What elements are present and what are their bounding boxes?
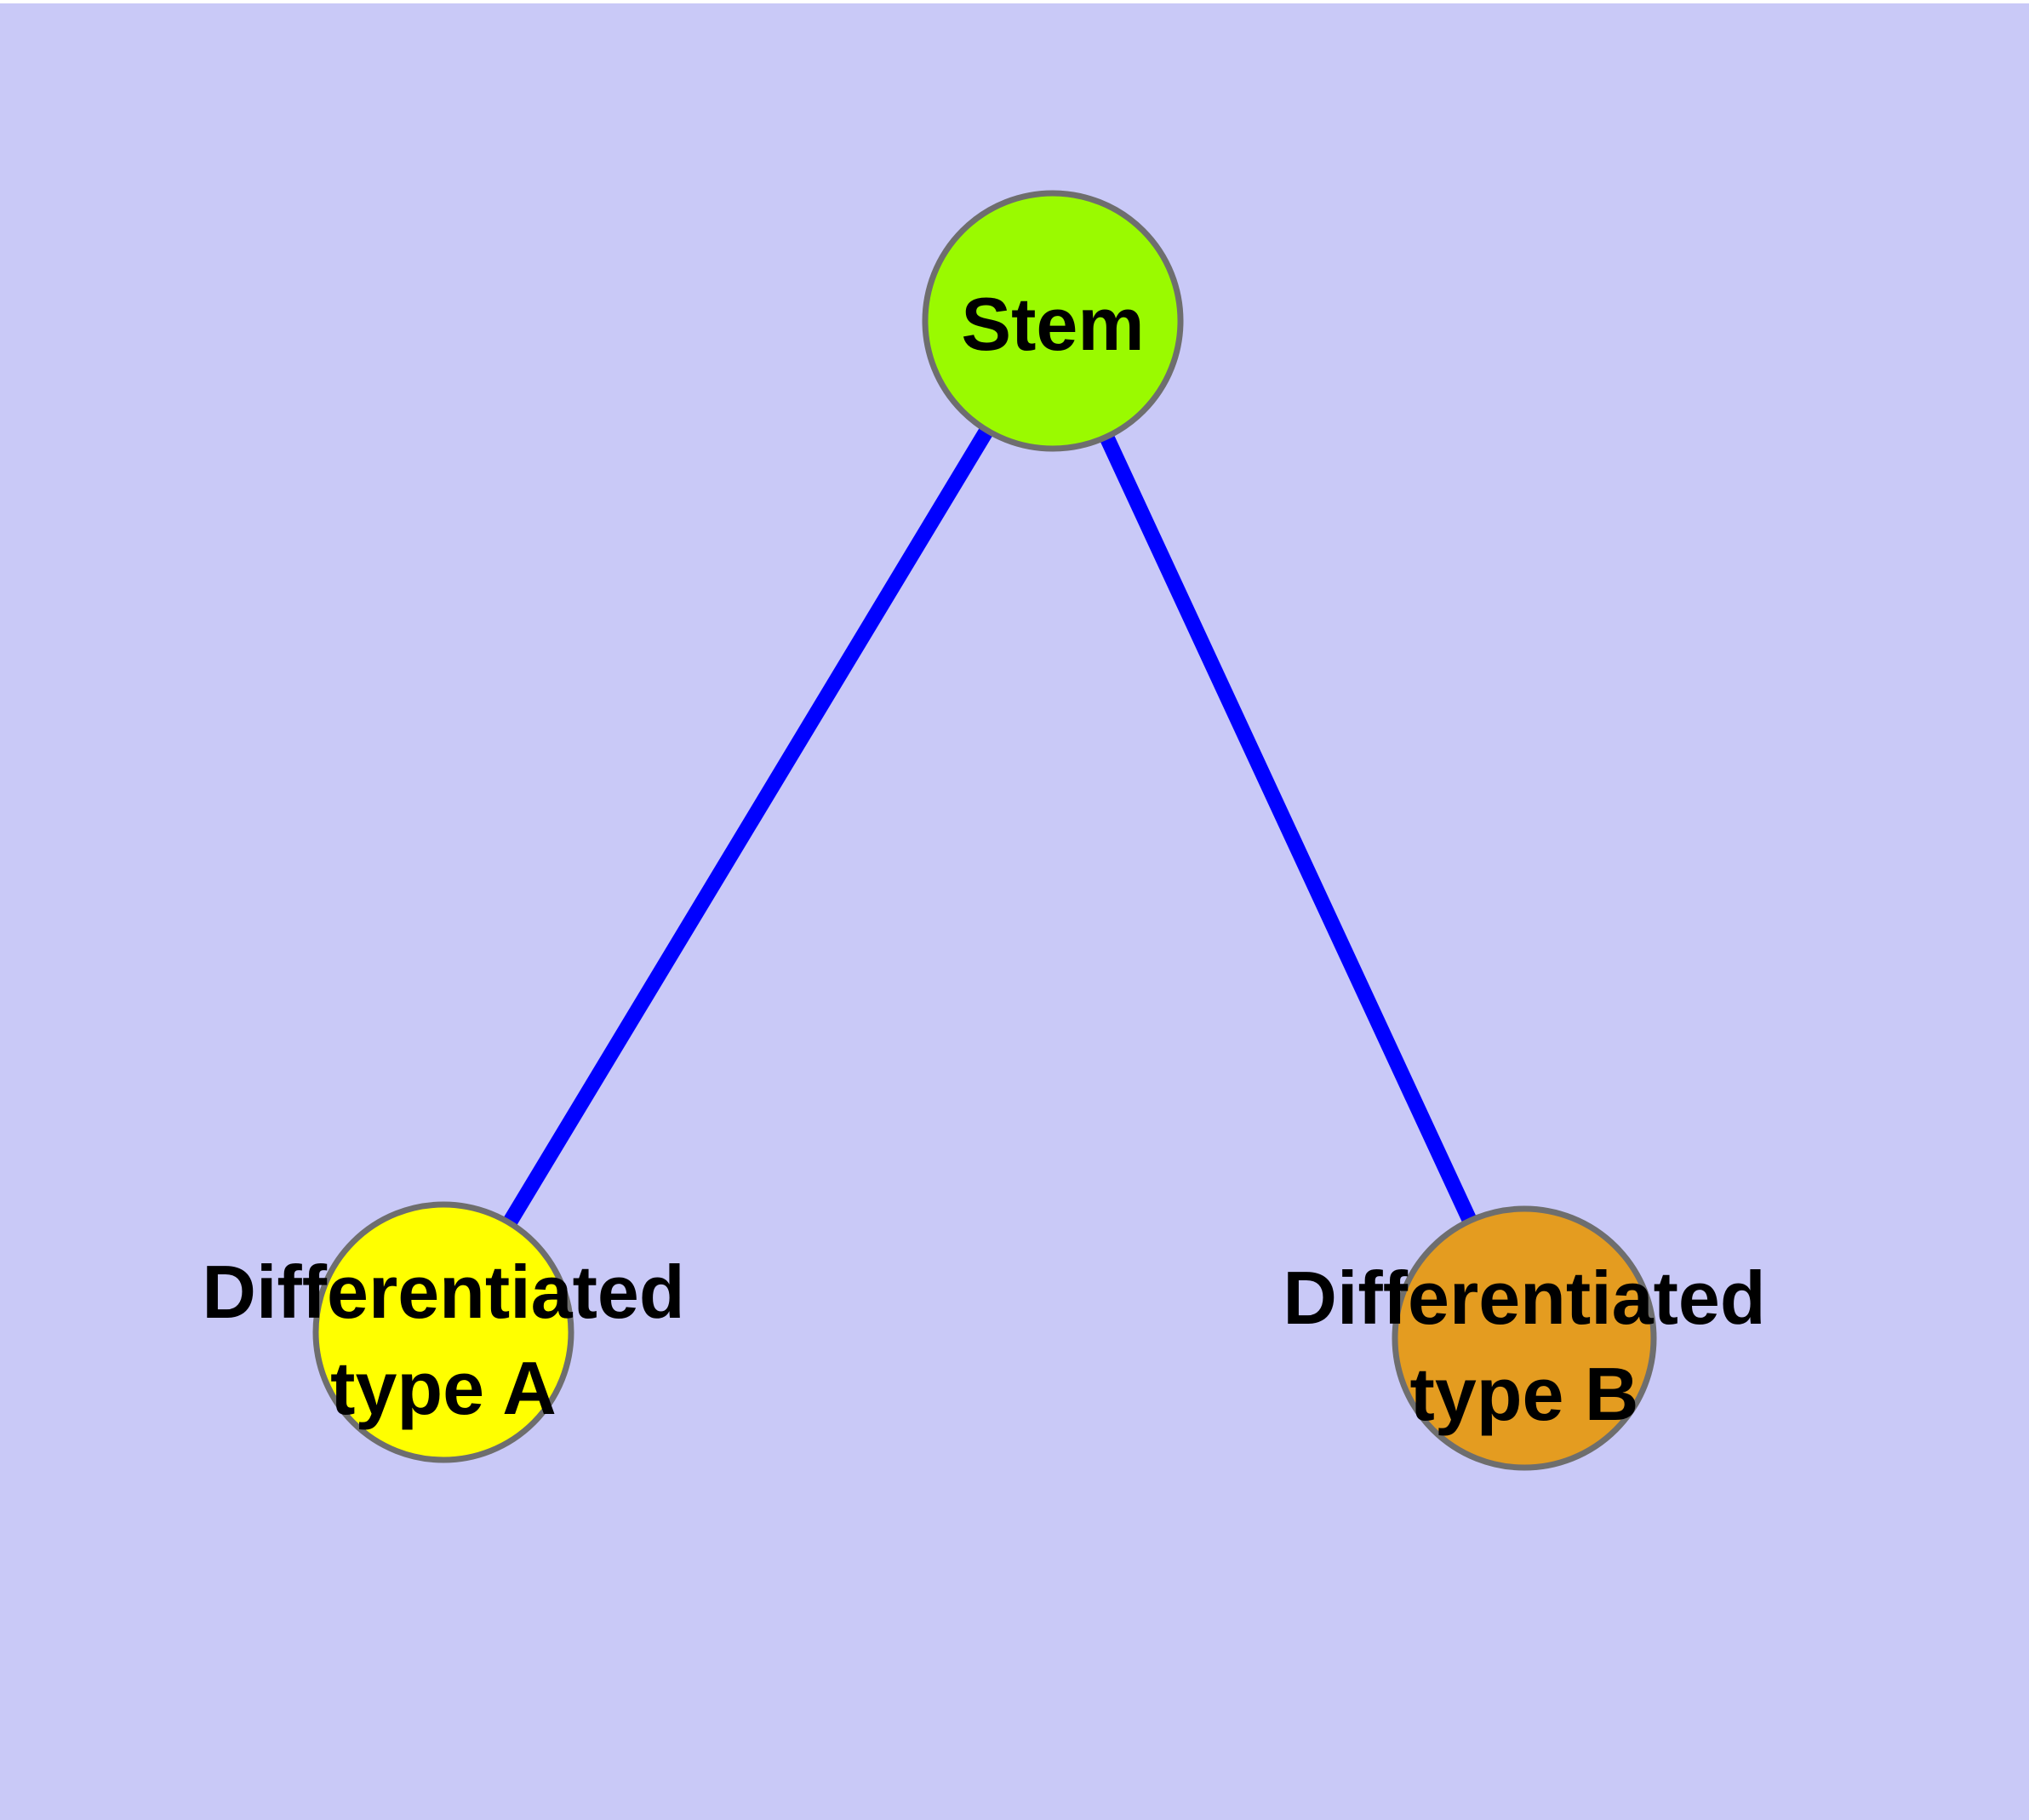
- edges: [437, 317, 1532, 1342]
- node-differentiated-type-b-circle: [1392, 1205, 1657, 1471]
- node-differentiated-type-a-label-line1: Differentiated: [202, 1250, 684, 1334]
- node-differentiated-type-a-circle: [312, 1201, 574, 1463]
- node-differentiated-type-a: Differentiated type A: [202, 1201, 685, 1463]
- node-stem-label: Stem: [961, 282, 1144, 366]
- node-differentiated-type-b: Differentiated type B: [1283, 1205, 1766, 1471]
- node-differentiated-type-a-label-line2: type A: [330, 1346, 557, 1430]
- node-differentiated-type-b-label-line2: type B: [1410, 1352, 1639, 1436]
- node-differentiated-type-b-label-line1: Differentiated: [1283, 1256, 1765, 1340]
- edge-stem-to-type-a: [437, 317, 1060, 1336]
- edge-stem-to-type-b: [1045, 318, 1532, 1342]
- node-stem-circle: [922, 190, 1184, 452]
- node-stem: Stem: [922, 190, 1184, 452]
